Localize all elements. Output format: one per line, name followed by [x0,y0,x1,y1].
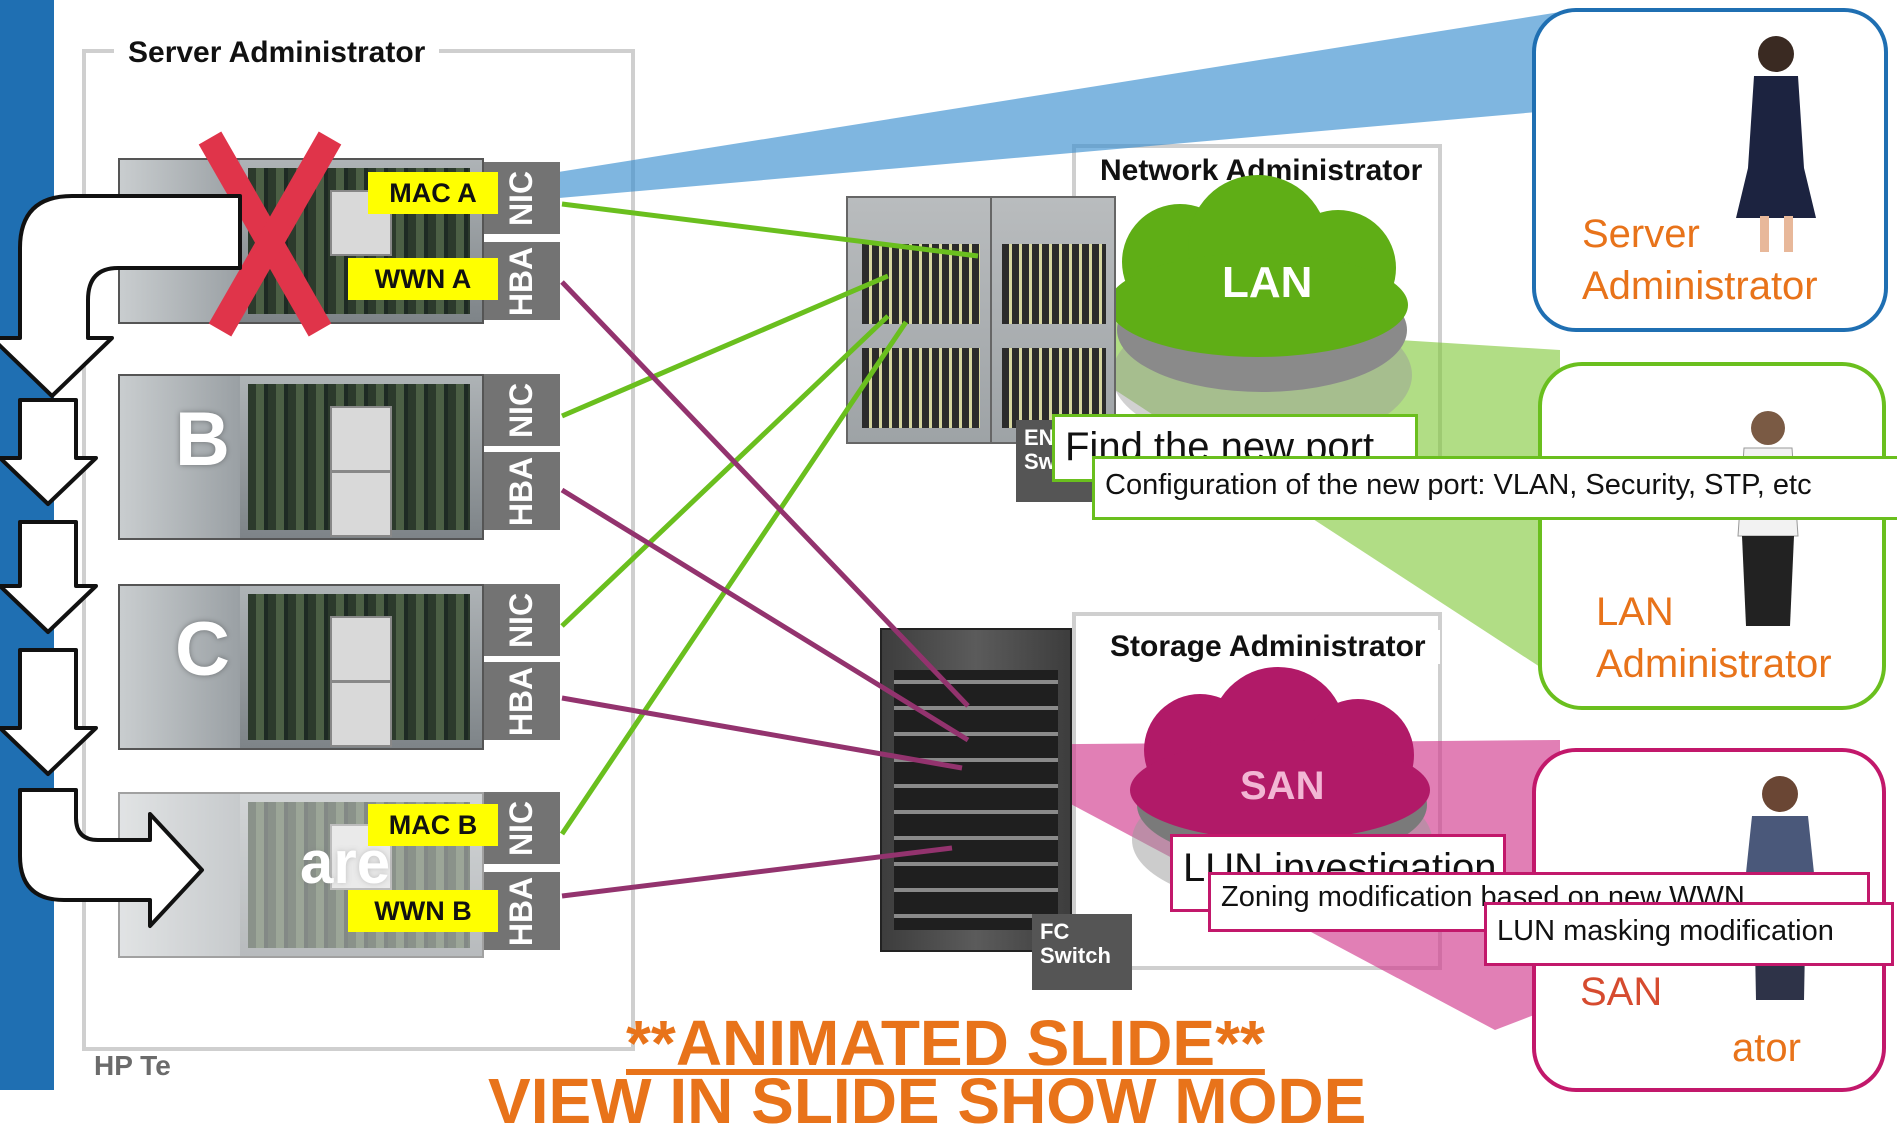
hba-label: HBA [484,452,560,530]
san-cables [560,280,970,899]
san-cloud-label: SAN [1240,764,1325,808]
lan-admin-card: LAN Administrator [1538,362,1886,710]
animated-slide-banner: **ANIMATED SLIDE** [626,1007,1265,1079]
connection-overlay [0,131,979,928]
nic-label: NIC [484,374,560,446]
switch-port-block [862,244,980,324]
server-admin-frame-title: Server Administrator [114,36,440,70]
note-config-new-port: Configuration of the new port: VLAN, Sec… [1092,456,1897,520]
persona-role-line1: Server [1582,212,1700,256]
wwn-label: WWN A [348,258,498,300]
slide-show-mode-banner: VIEW IN SLIDE SHOW MODE [488,1065,1367,1137]
server-letter: B [175,397,230,482]
lan-cloud [1108,175,1412,447]
failover-arrow-icon [0,194,242,928]
note-lun-masking: LUN masking modification [1484,902,1894,966]
switch-port-block [1002,244,1106,324]
persona-role-line1: LAN [1596,590,1674,634]
server-c: C [118,584,484,750]
persona-role-line2: Administrator [1596,642,1832,686]
server-admin-person-icon [1736,36,1816,252]
wwn-label: WWN B [348,890,498,932]
persona-role-line1: SAN [1580,970,1663,1014]
server-admin-card: Server Administrator [1532,8,1888,332]
failure-x-icon [198,131,342,337]
nic-label: NIC [484,584,560,656]
storage-admin-frame-title: Storage Administrator [1096,630,1440,664]
persona-role-line2: ator [1732,1026,1801,1070]
server-letter: C [175,607,230,692]
footer-text: HP Te [94,1050,171,1081]
fc-switch-tag: FC Switch [1032,914,1132,990]
mac-label: MAC A [368,172,498,214]
lan-cloud-label: LAN [1222,258,1313,307]
lan-cables [559,201,979,836]
hba-label: HBA [484,662,560,740]
persona-role-line2: Administrator [1582,264,1818,308]
lan-admin-person-icon [1737,411,1799,626]
mac-label: MAC B [368,804,498,846]
server-b: B [118,374,484,540]
